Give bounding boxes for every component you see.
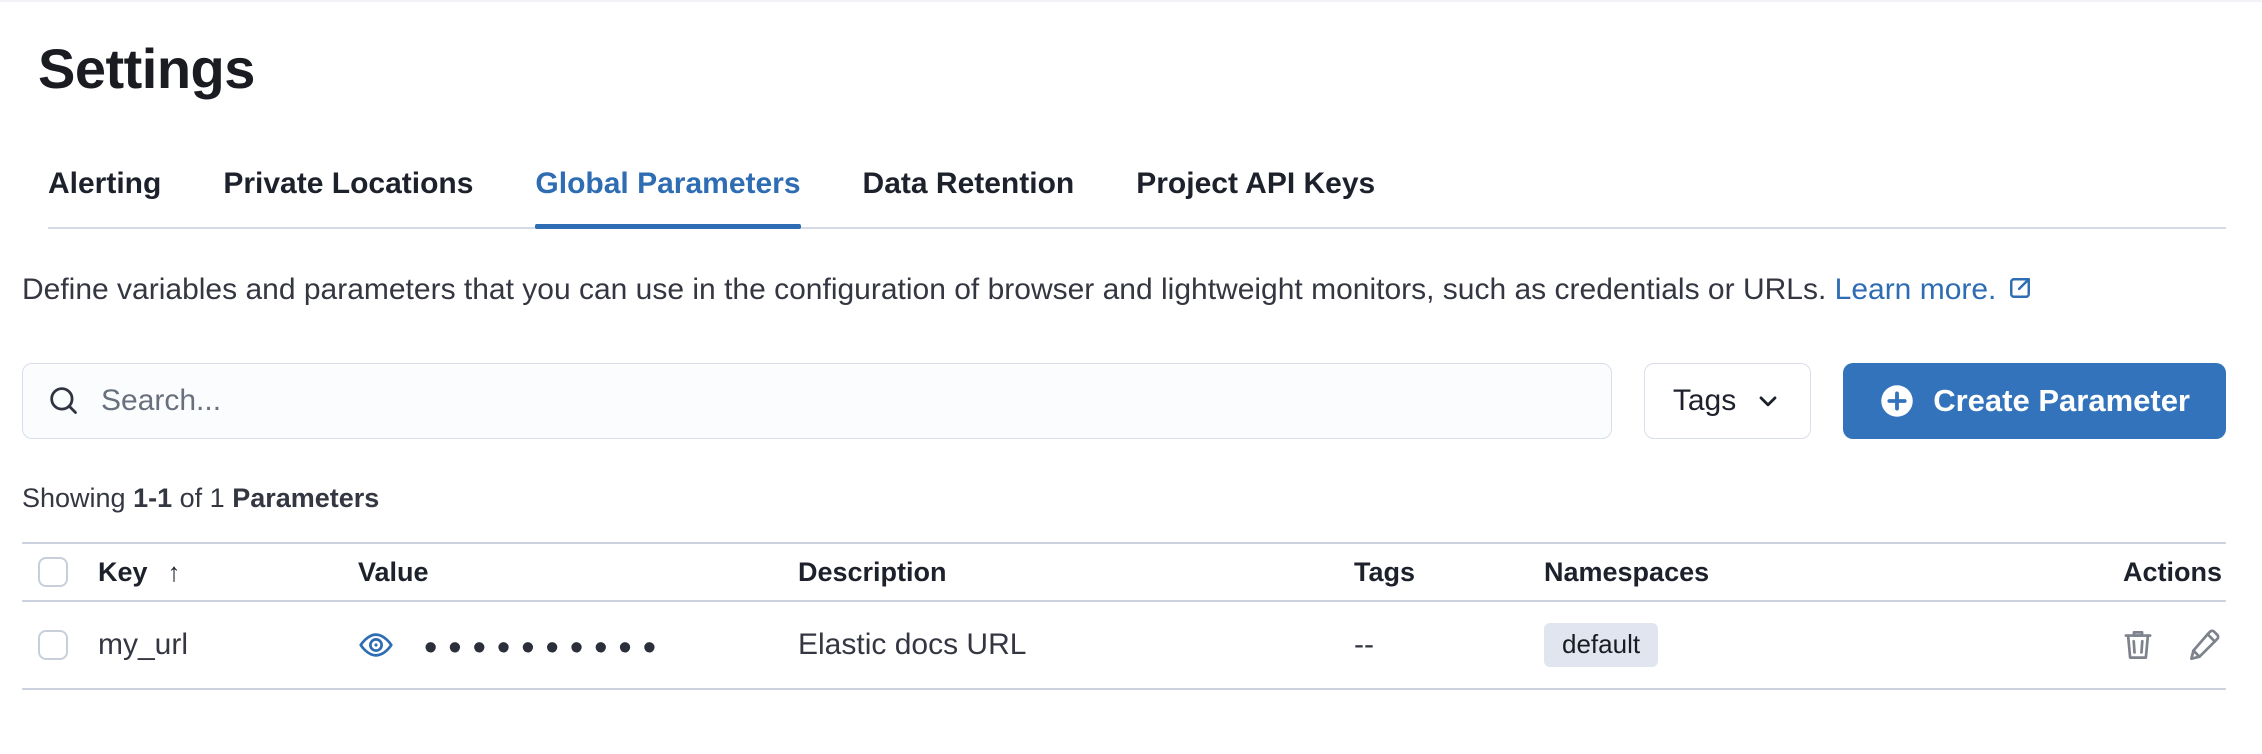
search-box[interactable] (22, 363, 1612, 439)
summary-range: 1-1 (133, 483, 173, 513)
create-parameter-button[interactable]: Create Parameter (1843, 363, 2226, 439)
column-header-namespaces: Namespaces (1544, 556, 1710, 587)
summary-showing: Showing (22, 483, 126, 513)
learn-more-link[interactable]: Learn more. (1835, 273, 2035, 306)
tags-filter-button[interactable]: Tags (1643, 363, 1812, 439)
tab-project-api-keys[interactable]: Project API Keys (1136, 167, 1376, 200)
parameter-tags: -- (1354, 628, 1374, 661)
external-link-icon (2010, 278, 2031, 298)
eye-icon (359, 633, 393, 657)
parameters-toolbar: Tags Create Parameter (22, 363, 2226, 439)
masked-parameter-value: •••••••••• (424, 627, 668, 669)
settings-page: Settings Alerting Private Locations Glob… (0, 36, 2262, 690)
namespace-badge: default (1544, 623, 1659, 667)
select-all-checkbox[interactable] (38, 557, 68, 587)
table-row: my_url •••••••••• Elastic docs URL -- (22, 602, 2226, 690)
row-description-cell: Elastic docs URL (782, 628, 1338, 662)
parameter-key: my_url (98, 628, 189, 661)
settings-tabs: Alerting Private Locations Global Parame… (48, 167, 2226, 229)
plus-in-circle-icon (1881, 385, 1913, 417)
tab-data-retention[interactable]: Data Retention (862, 167, 1075, 200)
learn-more-label: Learn more. (1834, 273, 1997, 306)
row-namespaces-cell: default (1528, 623, 2086, 667)
column-header-value: Value (358, 556, 429, 587)
page-description: Define variables and parameters that you… (22, 265, 2226, 315)
table-header-row: Key ↑ Value Description Tags Namespaces … (22, 542, 2226, 602)
pencil-icon (2190, 629, 2220, 661)
row-value-cell: •••••••••• (342, 623, 782, 667)
search-icon (50, 387, 77, 414)
column-header-tags: Tags (1354, 556, 1416, 587)
row-actions-cell (2086, 627, 2226, 663)
summary-of: of 1 (179, 483, 225, 513)
parameters-table: Key ↑ Value Description Tags Namespaces … (22, 542, 2226, 690)
summary-entity: Parameters (232, 483, 380, 513)
edit-parameter-button[interactable] (2186, 627, 2222, 663)
parameter-description: Elastic docs URL (798, 628, 1027, 661)
column-header-actions: Actions (2122, 556, 2222, 587)
row-checkbox[interactable] (38, 630, 68, 660)
trash-icon (2124, 631, 2152, 659)
delete-parameter-button[interactable] (2120, 627, 2156, 663)
tab-private-locations[interactable]: Private Locations (223, 167, 474, 200)
row-key-cell: my_url (82, 628, 342, 662)
sort-ascending-icon: ↑ (167, 556, 181, 587)
create-parameter-label: Create Parameter (1933, 383, 2190, 418)
column-header-description: Description (798, 556, 947, 587)
results-summary: Showing 1-1 of 1 Parameters (22, 483, 2226, 514)
header-select-cell (22, 557, 82, 587)
row-tags-cell: -- (1338, 628, 1528, 662)
column-header-key-label: Key (98, 556, 148, 587)
tab-global-parameters[interactable]: Global Parameters (535, 167, 801, 229)
search-input[interactable] (101, 384, 1587, 418)
column-header-key[interactable]: Key ↑ (82, 557, 342, 588)
page-title: Settings (38, 37, 255, 100)
chevron-down-icon (1759, 396, 1777, 407)
tags-filter-label: Tags (1672, 384, 1737, 417)
row-select-cell (22, 630, 82, 660)
reveal-value-button[interactable] (358, 627, 394, 663)
tab-alerting[interactable]: Alerting (48, 167, 162, 200)
description-text: Define variables and parameters that you… (22, 273, 1827, 306)
